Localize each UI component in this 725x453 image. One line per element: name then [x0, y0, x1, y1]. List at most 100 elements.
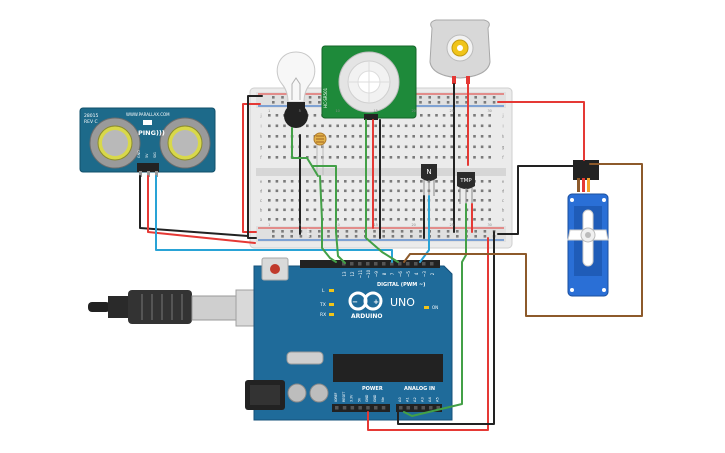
breadboard-hole [306, 180, 309, 183]
breadboard-hole [474, 235, 477, 238]
wire-ultra-5v [147, 175, 256, 244]
breadboard-hole [382, 230, 385, 233]
breadboard-hole [458, 135, 461, 138]
breadboard-hole [313, 156, 317, 159]
breadboard-hole [359, 189, 362, 193]
breadboard-hole [391, 235, 395, 238]
wire-bb-power-left [242, 103, 261, 233]
breadboard-hole [313, 218, 317, 221]
row-letter: c [502, 198, 504, 203]
breadboard-hole [480, 180, 484, 183]
analog-in-label: ANALOG IN [404, 386, 435, 392]
breadboard-hole [344, 124, 347, 128]
breadboard-hole [435, 208, 438, 212]
breadboard-hole [420, 145, 423, 149]
breadboard-hole [480, 208, 484, 212]
breadboard-hole [374, 218, 377, 221]
breadboard-hole [351, 189, 355, 193]
breadboard-hole [336, 145, 339, 149]
row-letter: c [260, 198, 262, 203]
breadboard-hole [450, 218, 453, 221]
breadboard-hole [420, 124, 423, 128]
digital-pin-socket [366, 262, 370, 266]
breadboard-hole [268, 218, 271, 221]
ultrasonic-model-text: 28015 [84, 113, 98, 119]
breadboard-hole [465, 199, 469, 202]
breadboard-hole [290, 208, 294, 212]
breadboard-hole [281, 101, 284, 104]
breadboard-hole [344, 199, 347, 202]
breadboard-hole [281, 230, 284, 233]
ultrasonic-pin-sig: SIG [153, 152, 157, 158]
breadboard-hole [382, 156, 385, 159]
breadboard-hole [488, 135, 491, 138]
breadboard-hole [480, 124, 484, 128]
breadboard-hole [474, 101, 477, 104]
breadboard-hole [480, 114, 484, 117]
breadboard-hole [397, 180, 400, 183]
breadboard-hole [382, 199, 385, 202]
breadboard-hole [389, 218, 393, 221]
breadboard-hole [474, 230, 477, 233]
breadboard-hole [458, 218, 461, 221]
breadboard-hole [435, 135, 438, 138]
breadboard-hole [404, 180, 408, 183]
breadboard-hole [474, 96, 477, 99]
breadboard-hole [374, 156, 377, 159]
breadboard-hole [373, 235, 376, 238]
breadboard-hole [382, 124, 385, 128]
breadboard-hole [308, 96, 312, 99]
breadboard-hole [345, 235, 349, 238]
breadboard-hole [327, 230, 330, 233]
digital-pin-socket [358, 262, 362, 266]
breadboard-hole [420, 199, 423, 202]
breadboard-hole [397, 199, 400, 202]
wire-bulb-to-pin [311, 165, 346, 264]
rx-led-label: RX [320, 312, 326, 318]
digital-pin-socket [430, 262, 434, 266]
breadboard-hole [290, 199, 294, 202]
power-pin-socket [366, 406, 370, 410]
breadboard-hole [306, 135, 309, 138]
breadboard-hole [268, 156, 271, 159]
breadboard-hole [400, 230, 404, 233]
breadboard-hole [420, 135, 423, 138]
digital-pin-socket [390, 262, 394, 266]
breadboard-hole [321, 180, 324, 183]
breadboard-hole [437, 101, 441, 104]
breadboard-hole [290, 180, 294, 183]
breadboard-hole [428, 101, 431, 104]
svg-text:−: − [352, 298, 358, 306]
breadboard-hole [397, 208, 400, 212]
digital-pin-label: 2 [430, 272, 435, 275]
breadboard-hole [412, 135, 415, 138]
breadboard-hole [419, 96, 422, 99]
row-letter: h [260, 134, 263, 139]
breadboard-hole [420, 208, 423, 212]
breadboard-hole [442, 145, 446, 149]
analog-pin-label: A3 [421, 397, 425, 402]
digital-pwm-label: DIGITAL (PWM ~) [377, 282, 425, 288]
row-letter: b [502, 208, 505, 213]
analog-pin-socket [429, 406, 433, 410]
breadboard-hole [328, 135, 332, 138]
breadboard-hole [412, 208, 415, 212]
breadboard-hole [366, 218, 370, 221]
breadboard-hole [313, 208, 317, 212]
column-number: 15 [373, 223, 377, 227]
breadboard-hole [328, 156, 332, 159]
column-number: 20 [411, 109, 415, 113]
breadboard-hole [389, 180, 393, 183]
breadboard-hole [435, 180, 438, 183]
breadboard-hole [359, 218, 362, 221]
breadboard-hole [410, 235, 413, 238]
breadboard-hole [290, 235, 293, 238]
breadboard-hole [473, 135, 476, 138]
breadboard-hole [359, 180, 362, 183]
breadboard-hole [480, 135, 484, 138]
breadboard-hole [359, 199, 362, 202]
breadboard-hole [344, 145, 347, 149]
breadboard-hole [366, 180, 370, 183]
breadboard-hole [345, 230, 349, 233]
